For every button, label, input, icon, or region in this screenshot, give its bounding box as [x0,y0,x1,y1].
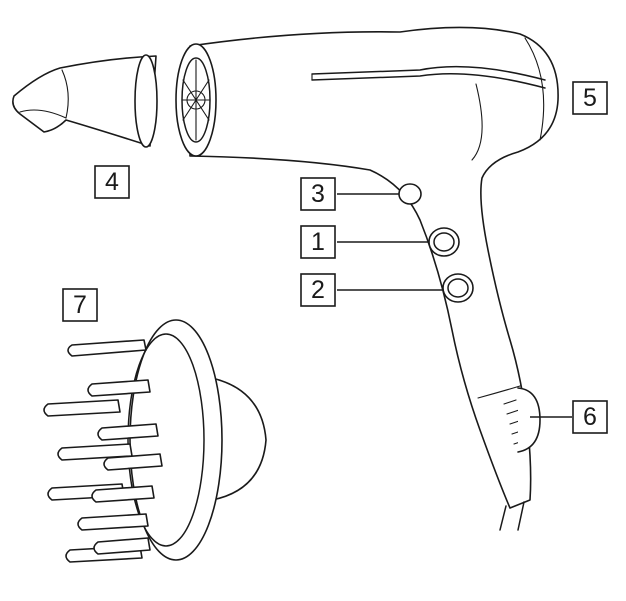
diffuser [43,319,267,563]
callout-3: 3 [300,177,336,211]
concentrator-nozzle [12,54,158,148]
callout-2: 2 [300,273,336,307]
callout-2-label: 2 [311,276,325,304]
callout-1-label: 1 [311,228,325,256]
callout-6: 6 [572,400,608,434]
callout-4: 4 [94,165,130,199]
callout-5: 5 [572,81,608,115]
callout-7: 7 [62,288,98,322]
callout-leaders [337,193,572,418]
callout-3-label: 3 [311,180,325,208]
hair-dryer-body [175,26,559,531]
callout-5-label: 5 [583,84,597,112]
callout-4-label: 4 [105,168,119,196]
diffuser-fingers [43,339,163,563]
callout-6-label: 6 [583,403,597,431]
callout-7-label: 7 [73,291,87,319]
callout-1: 1 [300,225,336,259]
